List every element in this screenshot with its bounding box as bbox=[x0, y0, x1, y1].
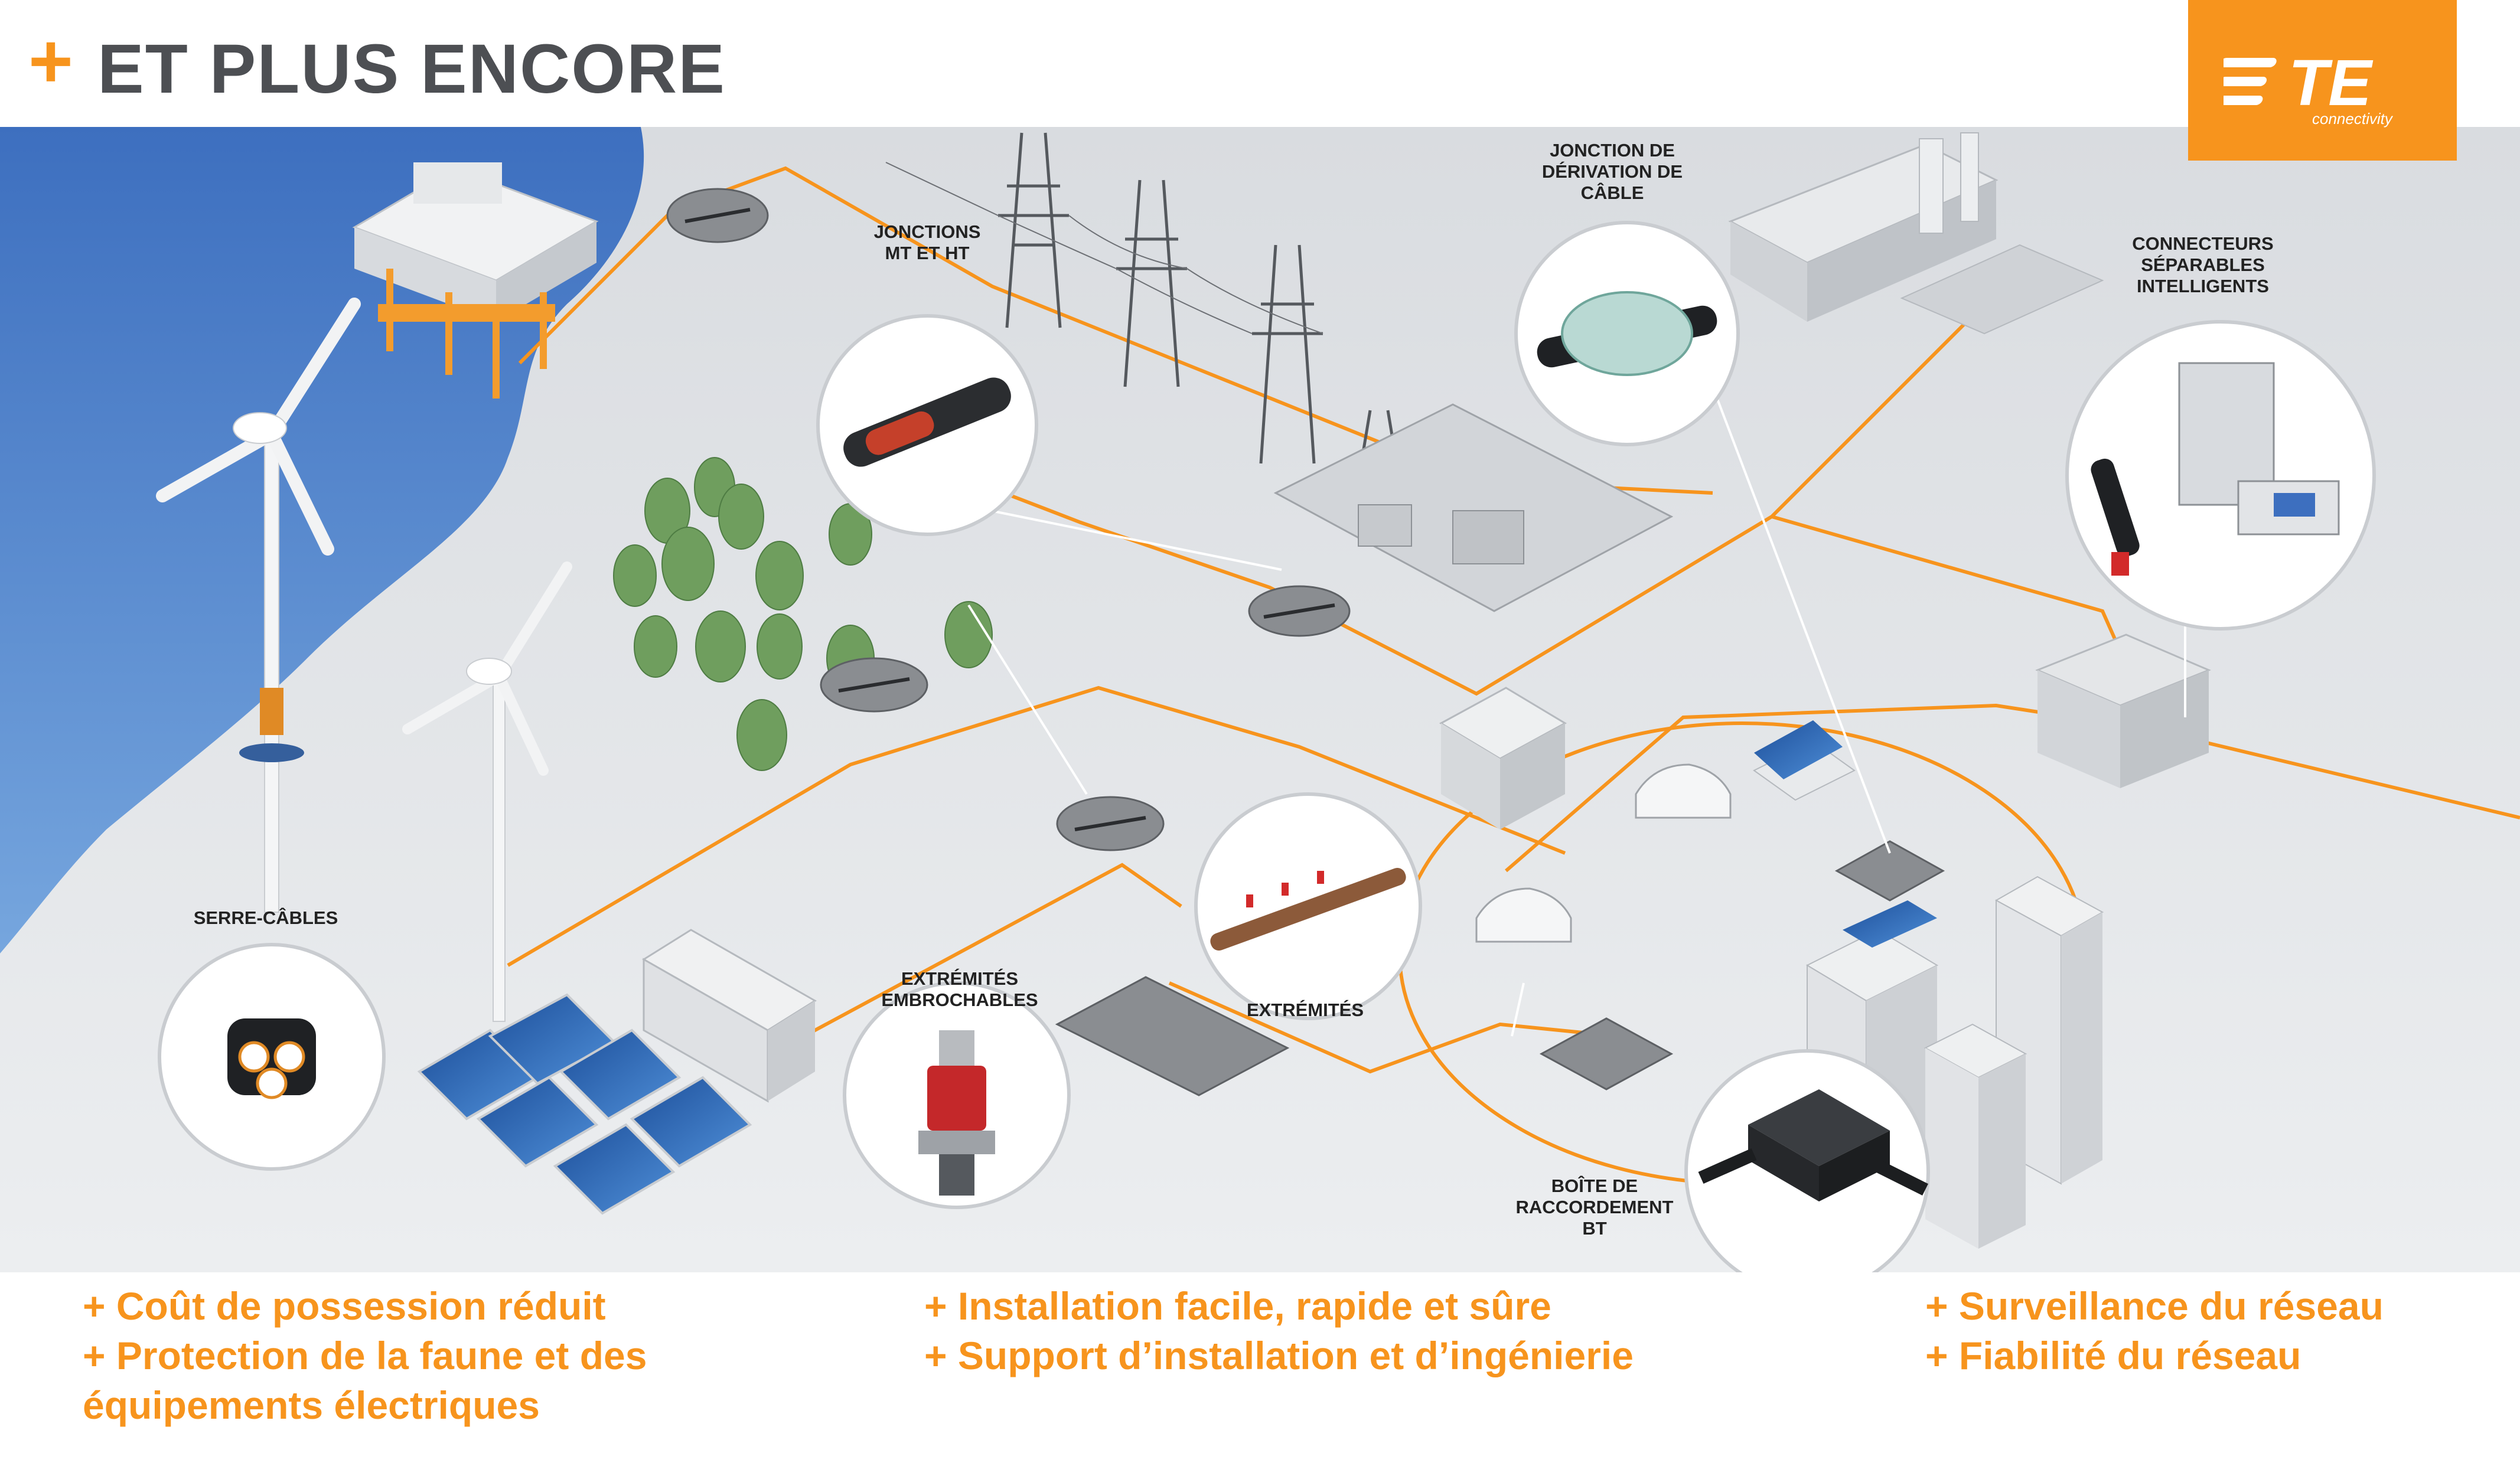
energy-grid-illustration: JONCTIONS MT ET HT JONCTION DE DÉRIVATIO… bbox=[0, 127, 2520, 1295]
te-logo-icon: TE bbox=[2224, 53, 2374, 112]
title-plus: + bbox=[28, 18, 73, 104]
label-embrochables: EXTRÉMITÉS EMBROCHABLES bbox=[881, 968, 1038, 1010]
substation-yard bbox=[1273, 403, 1674, 612]
logo-subtitle: connectivity bbox=[2312, 110, 2392, 128]
cable-cleat-product bbox=[227, 1018, 316, 1099]
solar-panel-icon bbox=[417, 993, 752, 1215]
label-serre-cables: SERRE-CÂBLES bbox=[193, 907, 338, 928]
cable-joint-product bbox=[843, 377, 1011, 467]
battery-container-icon bbox=[642, 929, 817, 1103]
benefit-protection: + Protection de la faune et des bbox=[83, 1334, 647, 1377]
label-boite: BOÎTE DE RACCORDEMENT BT bbox=[1515, 1175, 1674, 1239]
branch-joint-product bbox=[1537, 291, 1717, 376]
switch-cabinet bbox=[2035, 633, 2211, 788]
label-extremites: EXTRÉMITÉS bbox=[1246, 1000, 1364, 1020]
offshore-substation-icon bbox=[352, 162, 599, 399]
electric-car-icon bbox=[1475, 763, 1732, 943]
termination-product bbox=[1210, 867, 1406, 951]
benefit-fiabilite: + Fiabilité du réseau bbox=[1925, 1334, 2301, 1377]
wind-turbine-icon bbox=[156, 298, 361, 913]
label-derivation: JONCTION DE DÉRIVATION DE CÂBLE bbox=[1541, 140, 1683, 203]
solar-roof-building bbox=[1753, 720, 1856, 801]
header: + ET PLUS ENCORE bbox=[0, 0, 2520, 127]
compact-substation bbox=[1439, 687, 1567, 830]
svg-text:TE: TE bbox=[2288, 53, 2374, 112]
benefit-support: + Support d’installation et d’ingénierie bbox=[924, 1334, 1634, 1377]
benefits-section: + Coût de possession réduit + Protection… bbox=[0, 1275, 2520, 1476]
power-lines bbox=[885, 162, 1323, 334]
separable-connector-product bbox=[2091, 362, 2340, 576]
te-connectivity-logo: TE connectivity bbox=[2188, 0, 2457, 161]
label-connecteurs: CONNECTEURS SÉPARABLES INTELLIGENTS bbox=[2132, 233, 2274, 296]
wind-turbine-icon bbox=[402, 561, 572, 1022]
lv-junction-box-product bbox=[1698, 1089, 1928, 1201]
underground-pits bbox=[1055, 840, 1945, 1096]
benefit-installation: + Installation facile, rapide et sûre bbox=[924, 1284, 1551, 1328]
benefit-protection-cont: équipements électriques bbox=[83, 1383, 540, 1427]
plug-in-termination-product bbox=[918, 1030, 995, 1196]
label-jonctions: JONCTIONS MT ET HT bbox=[873, 221, 981, 263]
benefit-cost: + Coût de possession réduit bbox=[83, 1284, 606, 1328]
page-title: ET PLUS ENCORE bbox=[97, 30, 726, 108]
power-plant-icon bbox=[1728, 132, 2104, 335]
benefit-surveillance: + Surveillance du réseau bbox=[1925, 1284, 2384, 1328]
tree-icon bbox=[613, 457, 993, 771]
